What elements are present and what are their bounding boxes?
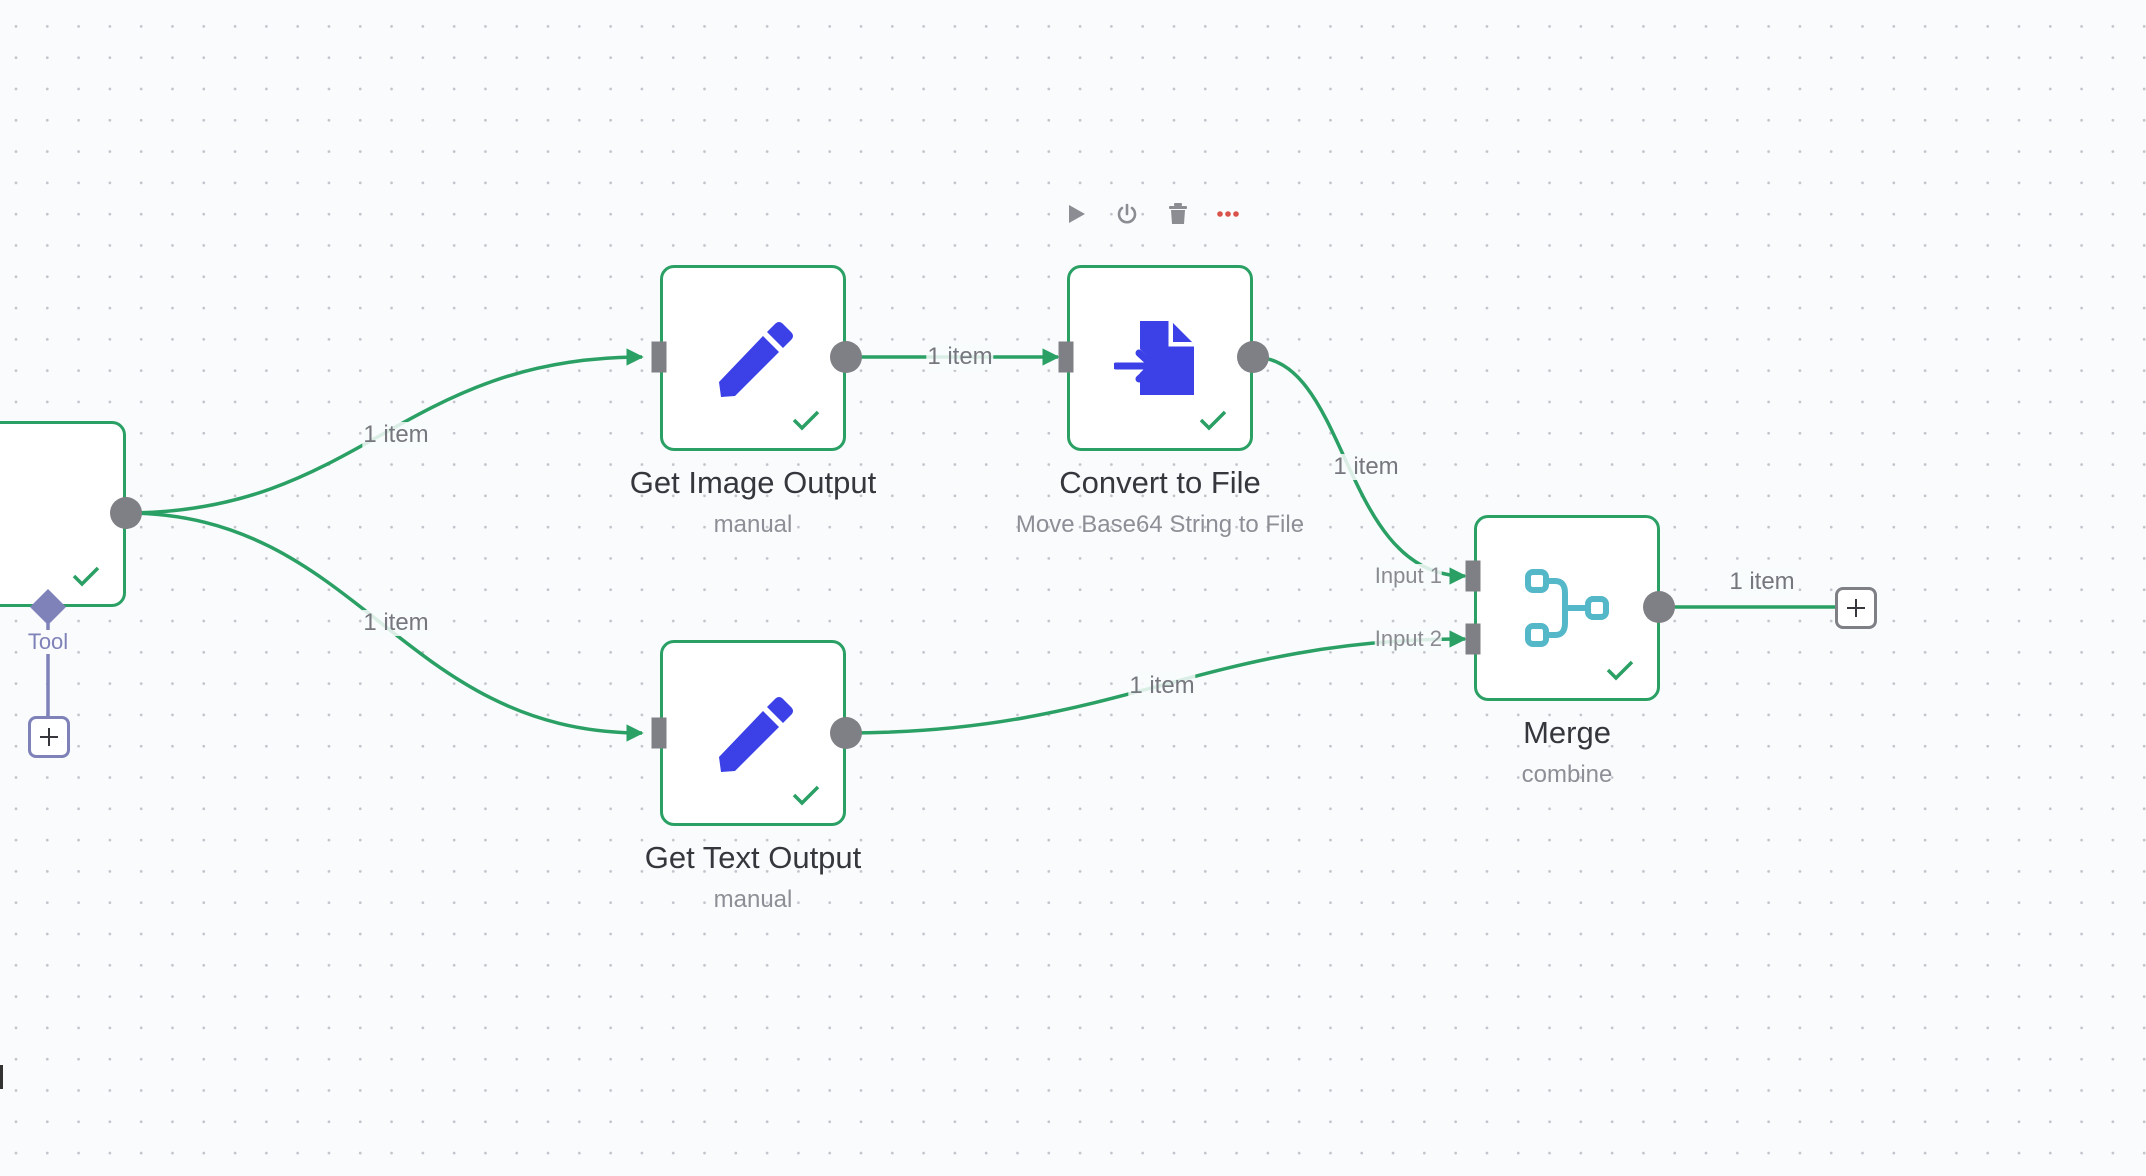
- offscreen-text-fragment: [0, 1065, 3, 1089]
- input-handle[interactable]: [1058, 341, 1074, 373]
- output-handle[interactable]: [830, 341, 862, 373]
- play-icon: [1069, 205, 1085, 223]
- pencil-icon: [719, 697, 793, 772]
- pencil-icon: [719, 322, 793, 397]
- node-subtitle: Move Base64 String to File: [1015, 511, 1305, 538]
- delete-node-button[interactable]: [1160, 196, 1196, 232]
- tool-diamond-icon[interactable]: [30, 589, 66, 625]
- deactivate-node-button[interactable]: [1109, 196, 1145, 232]
- execute-node-button[interactable]: [1059, 196, 1095, 232]
- add-tool-button[interactable]: [28, 716, 70, 758]
- edge-label: 1 item: [1332, 453, 1400, 480]
- node-subtitle: manual: [713, 511, 793, 538]
- success-check-icon: [792, 785, 820, 806]
- edge-label: 1 item: [1128, 672, 1196, 699]
- file-import-icon: [1114, 321, 1194, 395]
- input-1-label: Input 1: [1374, 563, 1442, 588]
- trash-icon: [1169, 203, 1187, 224]
- input-2-handle[interactable]: [1465, 623, 1481, 655]
- output-handle[interactable]: [1643, 591, 1675, 623]
- plus-icon: [1847, 599, 1865, 617]
- edge-label: 1 item: [362, 609, 430, 636]
- node-get-image-output[interactable]: [660, 265, 846, 451]
- input-handle[interactable]: [651, 341, 667, 373]
- node-get-text-output[interactable]: [660, 640, 846, 826]
- edge-label: 1 item: [1728, 568, 1796, 595]
- success-check-icon: [1606, 660, 1634, 681]
- tool-connector-label: Tool: [25, 629, 71, 654]
- node-left-partial[interactable]: [0, 421, 126, 607]
- node-convert-to-file[interactable]: [1067, 265, 1253, 451]
- success-check-icon: [1199, 410, 1227, 431]
- node-title: Convert to File: [1059, 465, 1261, 500]
- edge-label: 1 item: [926, 343, 994, 370]
- output-handle[interactable]: [830, 717, 862, 749]
- output-handle[interactable]: [1237, 341, 1269, 373]
- power-icon: [1117, 203, 1137, 224]
- more-options-button[interactable]: [1210, 196, 1246, 232]
- input-1-handle[interactable]: [1465, 560, 1481, 592]
- node-merge[interactable]: [1474, 515, 1660, 701]
- more-icon: [1217, 211, 1239, 217]
- input-2-label: Input 2: [1374, 626, 1442, 651]
- success-check-icon: [72, 566, 100, 587]
- node-subtitle: combine: [1521, 761, 1613, 788]
- node-title: Merge: [1523, 715, 1611, 750]
- node-title: Get Image Output: [629, 465, 877, 500]
- edge-label: 1 item: [362, 421, 430, 448]
- input-handle[interactable]: [651, 717, 667, 749]
- output-handle[interactable]: [110, 497, 142, 529]
- success-check-icon: [792, 410, 820, 431]
- add-node-button[interactable]: [1835, 587, 1877, 629]
- node-title: Get Text Output: [644, 840, 862, 875]
- node-subtitle: manual: [713, 886, 793, 913]
- plus-icon: [40, 728, 58, 746]
- merge-icon: [1525, 569, 1609, 647]
